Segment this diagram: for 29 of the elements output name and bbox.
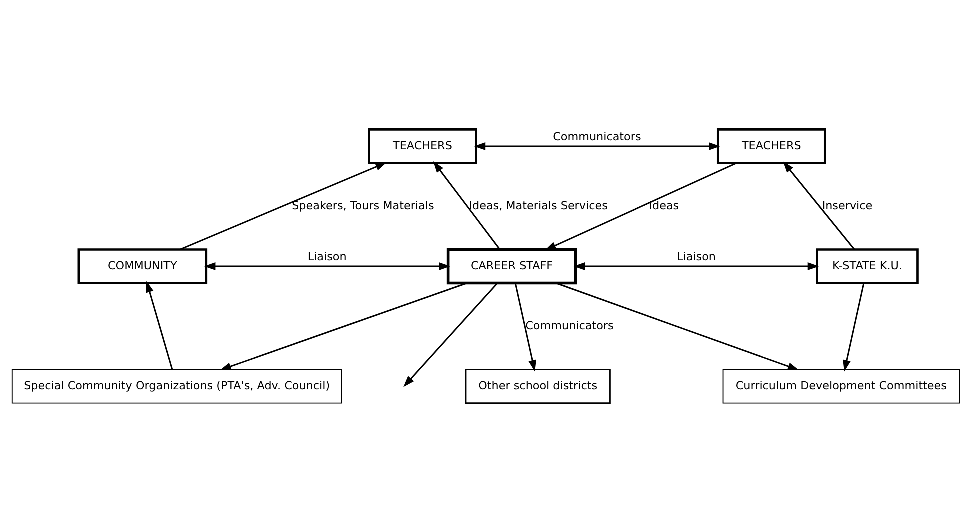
edge-label: Ideas [649, 198, 680, 212]
arrow [404, 282, 498, 387]
node-box: TEACHERS [716, 128, 826, 164]
node-box: Other school districts [465, 368, 611, 404]
node-box: K-STATE K.U. [816, 248, 919, 284]
edge-label: Communicators [553, 130, 642, 144]
arrow [556, 282, 800, 370]
arrow [204, 262, 451, 270]
node-box: COMMUNITY [78, 248, 208, 284]
arrow [843, 282, 865, 372]
edge-label: Liaison [308, 250, 347, 264]
edge-label: Liaison [677, 250, 716, 264]
arrow [783, 161, 856, 250]
node-box: CAREER STAFF [446, 248, 578, 284]
node-box: Special Community Organizations (PTA's, Adv. Council) [12, 368, 342, 404]
arrow [544, 162, 737, 250]
edge-label: Inservice [822, 198, 873, 212]
arrow [220, 282, 468, 370]
arrow [146, 280, 174, 370]
arrow [574, 262, 820, 270]
arrow [180, 162, 388, 250]
node-box: Curriculum Development Committees [722, 368, 960, 404]
edge-label: Ideas, Materials Services [469, 198, 608, 212]
arrow [433, 161, 500, 250]
arrow [474, 142, 720, 150]
edge-label: Communicators [526, 318, 614, 332]
edge-label: Speakers, Tours Materials [292, 198, 434, 212]
arrow [514, 282, 536, 372]
node-box: TEACHERS [368, 128, 478, 164]
